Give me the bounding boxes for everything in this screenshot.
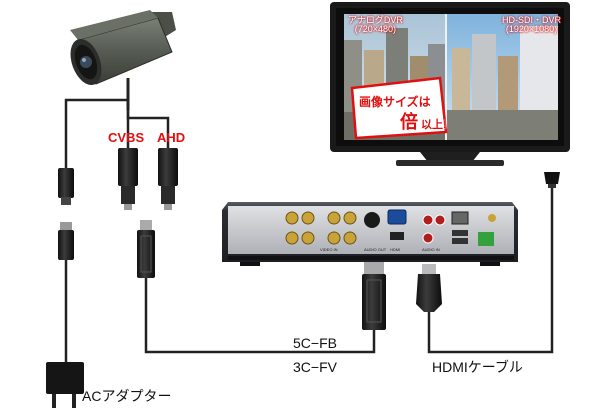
camera-wires <box>64 98 170 168</box>
badge-line1: 画像サイズは <box>359 95 431 109</box>
ac-adapter-label: ACアダプター <box>82 388 172 404</box>
badge-line2: 以上! <box>421 119 447 131</box>
coax-bnc-plug <box>137 220 155 278</box>
dvr-other-ports <box>364 209 496 246</box>
hdmi-plug <box>416 264 442 312</box>
analog-dvr-caption: アナログDVR (720×480) <box>348 15 403 35</box>
coax-5c-fb-label: 5C−FB <box>293 335 337 351</box>
dvr-audio-out-label: AUDIO OUT <box>364 247 387 252</box>
ac-adapter <box>46 362 84 408</box>
ahd-bnc-plug <box>158 148 178 210</box>
recorder-bnc-plug <box>362 262 386 330</box>
coax-cable <box>144 278 376 354</box>
hd-dvr-caption: HD-SDI・DVR (1920×1080) <box>502 15 562 35</box>
analog-dvr-title: アナログDVR <box>348 15 403 25</box>
bullet-camera <box>70 10 176 110</box>
dvr-recorder <box>222 202 518 266</box>
ahd-label: AHD <box>157 130 186 145</box>
resolution-badge <box>350 76 448 140</box>
analog-dvr-resolution: (720×480) <box>354 24 397 35</box>
dvr-audio-in-label: AUDIO IN <box>422 247 440 252</box>
cvbs-bnc-plug <box>118 148 138 210</box>
ac-adapter-cable <box>58 222 74 362</box>
badge-big-char: 倍 <box>400 112 418 132</box>
hd-dvr-resolution: (1920×1080) <box>505 24 558 35</box>
dvr-hdmi-label: HDMI <box>390 247 400 252</box>
dvr-video-in-label: VIDEO IN <box>320 247 338 252</box>
dvr-bnc-ports <box>285 211 357 245</box>
monitor-hdmi-plug <box>544 172 560 188</box>
power-plug-camera <box>58 168 74 205</box>
coax-3c-fv-label: 3C−FV <box>293 359 337 375</box>
hd-dvr-title: HD-SDI・DVR <box>502 15 562 25</box>
hdmi-cable-label: HDMIケーブル <box>432 359 523 375</box>
cvbs-label: CVBS <box>108 130 145 145</box>
hdmi-cable <box>427 186 554 354</box>
